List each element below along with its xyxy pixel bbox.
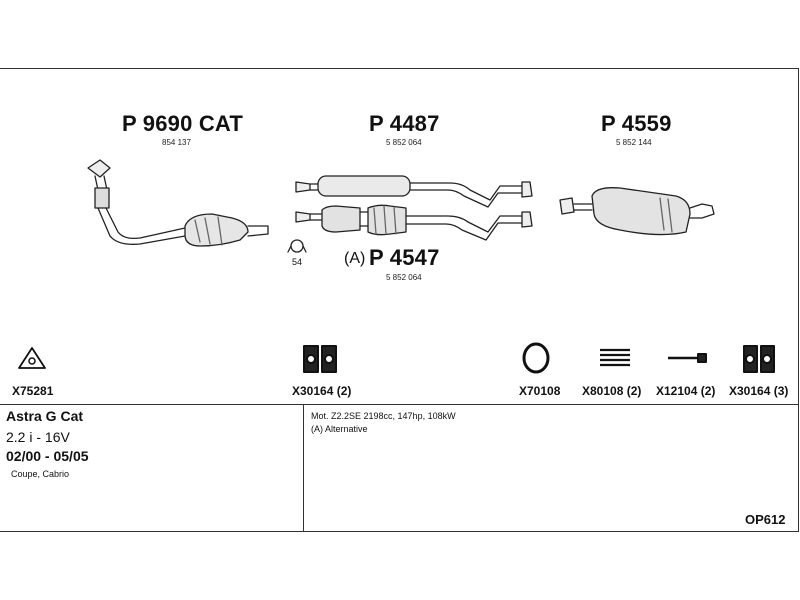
middle-pipe-p4487 — [295, 175, 533, 208]
accessory-label-x12104: X12104 (2) — [656, 384, 716, 398]
part-code-p2: 5 852 064 — [386, 138, 422, 147]
rubber-mount-icon-x30164-b — [743, 345, 775, 373]
middle-pipe-p4547 — [295, 204, 533, 241]
front-pipe-catalyst — [87, 159, 269, 247]
part-number-p2: P 4487 — [369, 111, 440, 136]
part-number-p3: P 4559 — [601, 111, 672, 136]
part-code-p4: 5 852 064 — [386, 273, 422, 282]
alternative-marker: (A) — [344, 250, 366, 267]
gasket-icon-x75281 — [18, 347, 46, 369]
vehicle-engine: 2.2 i - 16V — [6, 429, 70, 445]
note-alternative: (A) Alternative — [311, 424, 368, 434]
note-motor: Mot. Z2.2SE 2198cc, 147hp, 108kW — [311, 411, 456, 421]
diagram-frame — [0, 68, 799, 532]
accessory-label-x75281: X75281 — [12, 384, 54, 398]
part-number-p4: P 4547 — [369, 245, 440, 270]
part-code-p3: 5 852 144 — [616, 138, 652, 147]
diagram-code: OP612 — [745, 512, 786, 527]
seal-ring-icon-x70108 — [522, 342, 550, 374]
clamp-quantity: 54 — [292, 257, 303, 267]
spring-icon-x80108 — [600, 348, 630, 367]
divider-vertical — [303, 404, 304, 532]
clamp-icon — [287, 239, 307, 253]
accessory-label-x80108: X80108 (2) — [582, 384, 642, 398]
accessory-label-x70108: X70108 — [519, 384, 561, 398]
part-code-p1: 854 137 — [162, 138, 191, 147]
accessory-label-x30164-b: X30164 (3) — [729, 384, 789, 398]
rear-silencer-p4559 — [559, 187, 715, 236]
accessory-label-x30164-a: X30164 (2) — [292, 384, 352, 398]
part-number-p1: P 9690 CAT — [122, 111, 244, 136]
bolt-icon-x12104 — [668, 353, 707, 363]
vehicle-years: 02/00 - 05/05 — [6, 448, 89, 464]
rubber-mount-icon-x30164-a — [303, 345, 337, 373]
divider-horizontal — [0, 404, 799, 405]
vehicle-model: Astra G Cat — [6, 408, 84, 424]
vehicle-body: Coupe, Cabrio — [11, 469, 70, 479]
